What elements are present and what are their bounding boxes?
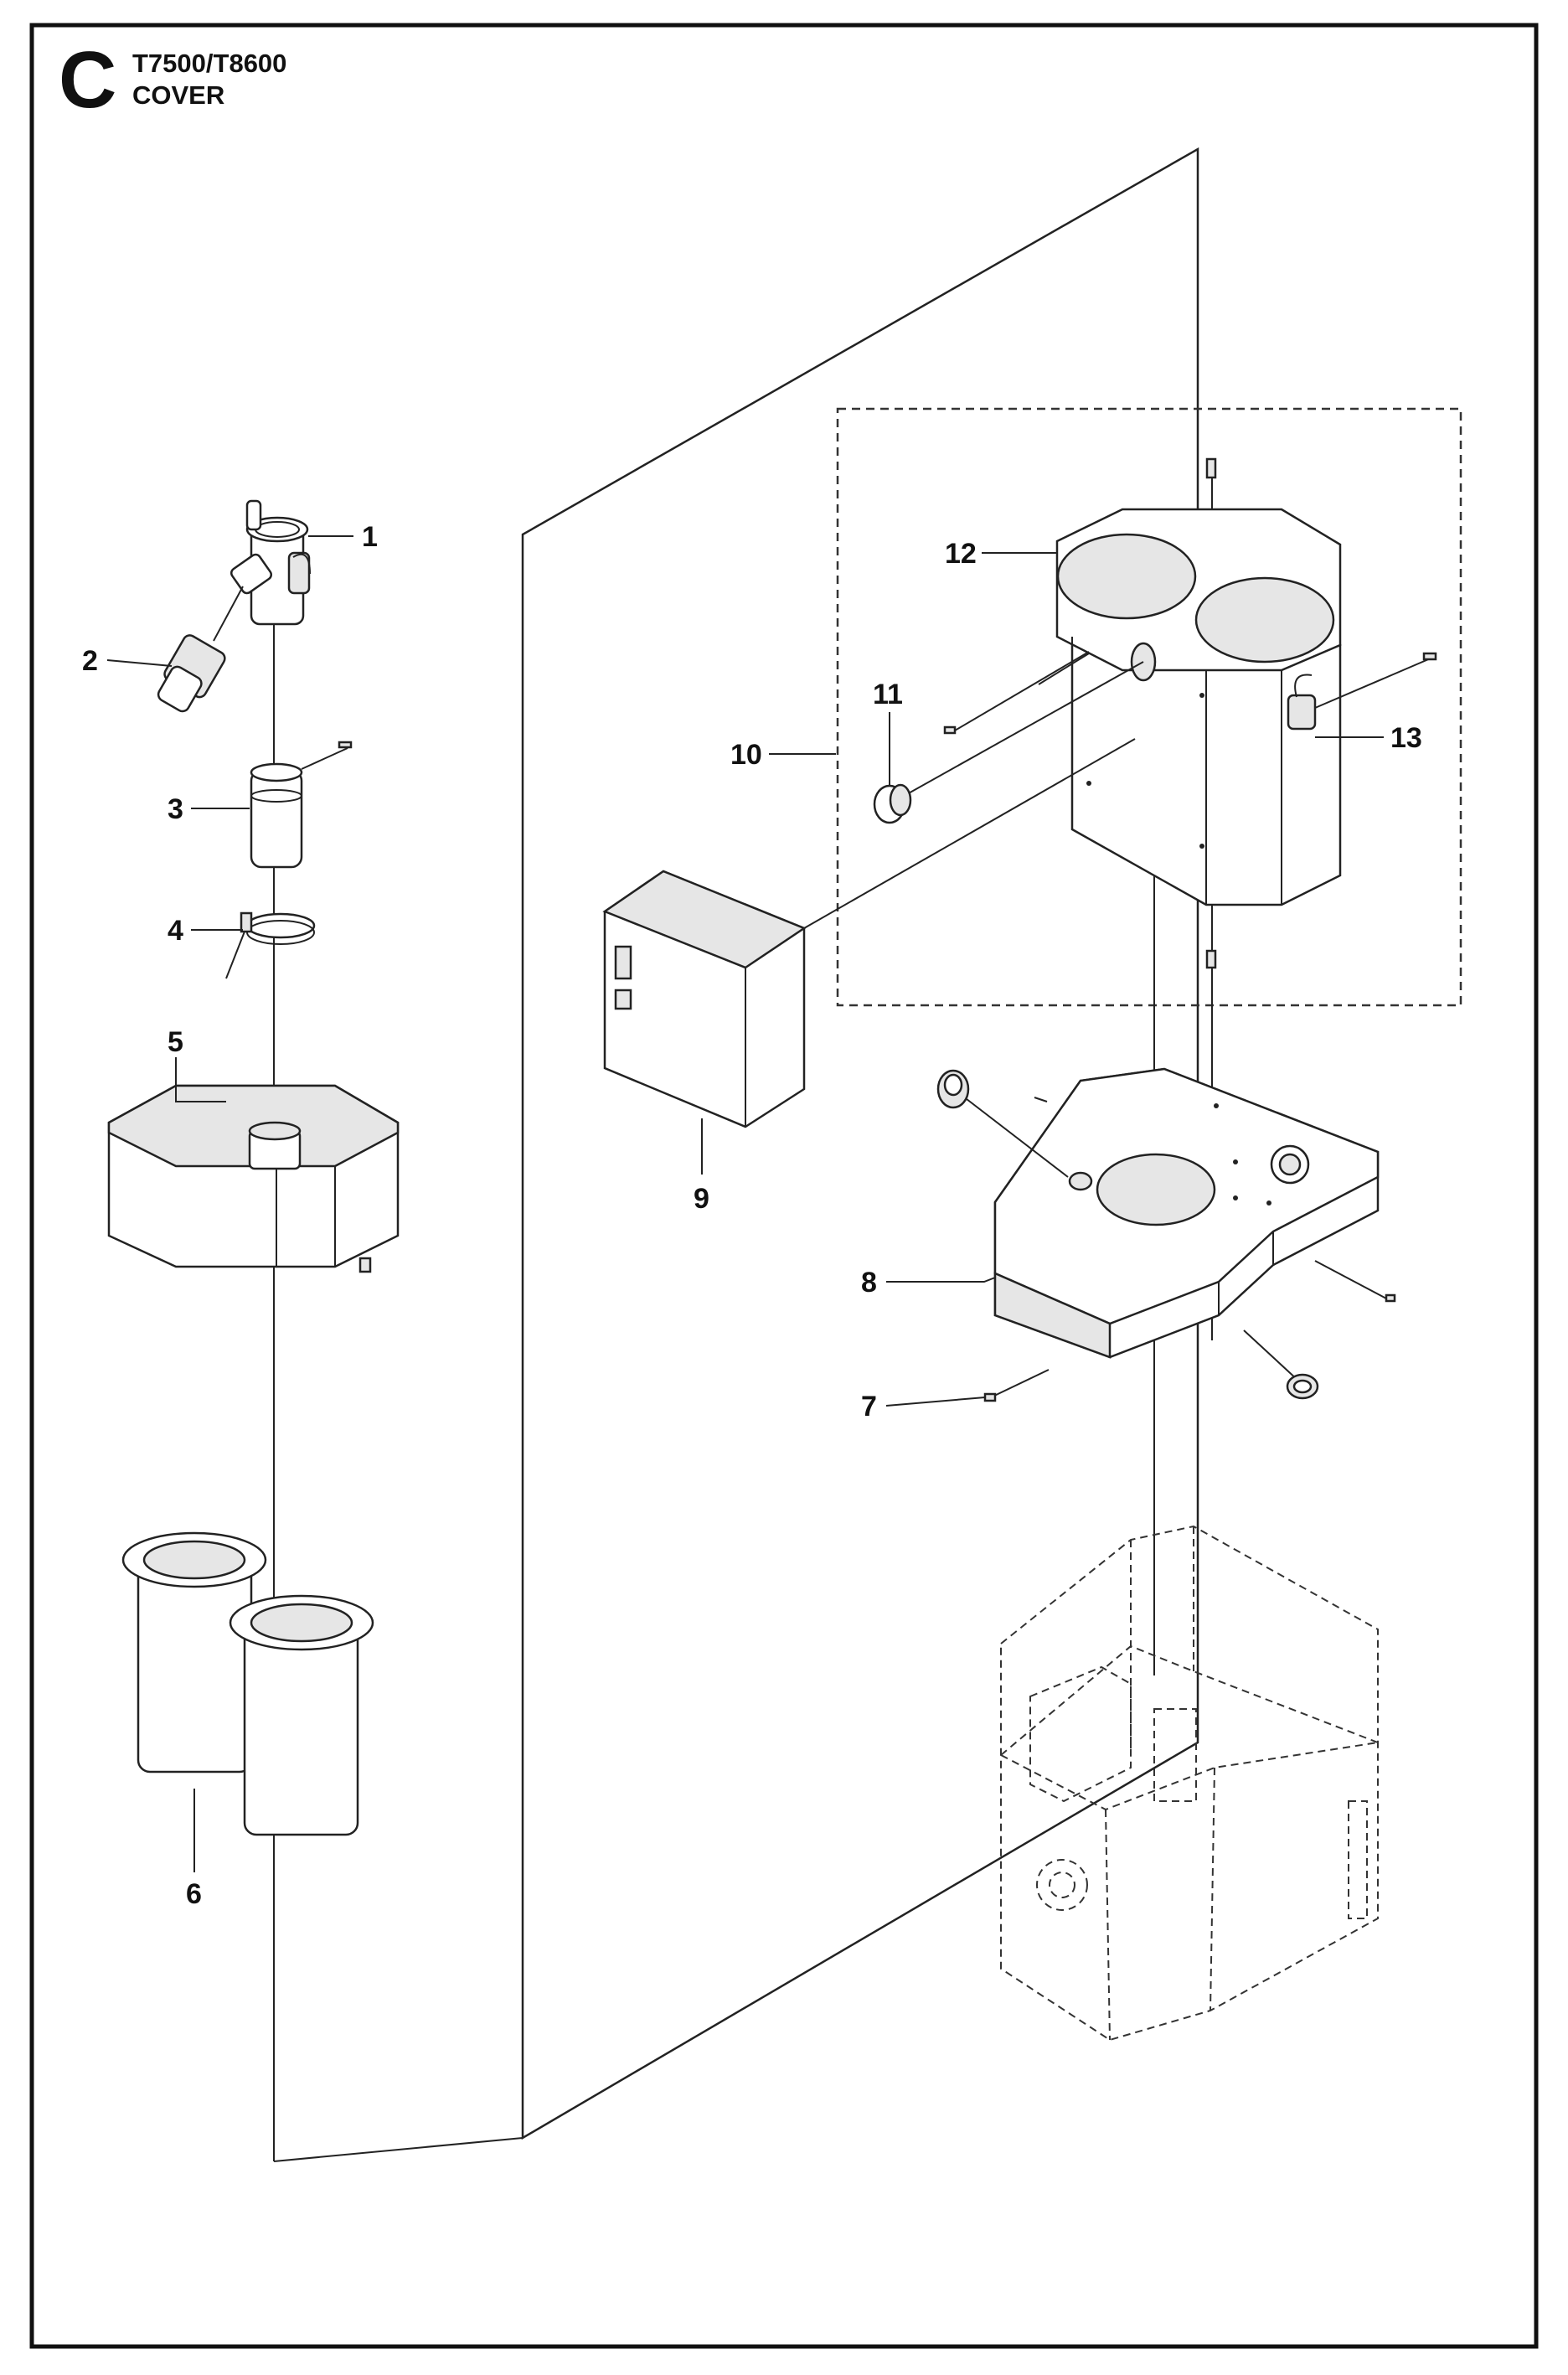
assembly-10-group-box	[836, 407, 1462, 1007]
callout-12: 12	[945, 538, 977, 570]
part-12-upper-enclosure	[1055, 457, 1342, 969]
page-border	[29, 23, 1539, 2349]
part-7-screw	[983, 1369, 1050, 1402]
diagram-header: C T7500/T8600 COVER	[59, 35, 286, 125]
part-4-clamp	[225, 911, 316, 979]
callout-9: 9	[694, 1183, 709, 1215]
callout-7: 7	[861, 1391, 877, 1422]
part-8-main-cover	[993, 1067, 1380, 1359]
callout-13: 13	[1390, 722, 1422, 754]
section-title: COVER	[132, 80, 224, 110]
section-letter: C	[59, 35, 116, 125]
part-13-latch	[1287, 652, 1437, 731]
callout-1: 1	[362, 521, 378, 553]
left-axis-return	[273, 2137, 524, 2162]
part-6-filter-canisters	[121, 1531, 374, 1836]
callout-6: 6	[186, 1878, 202, 1910]
model-number: T7500/T8600	[132, 49, 286, 78]
callout-labels: 1 2 3 4 5 6 7 8 9 10 11 12 13	[82, 521, 1422, 1910]
part-3-tube	[250, 741, 353, 869]
part-9-control-box	[602, 870, 807, 1128]
part-9-mount-line	[803, 738, 1136, 929]
part-5-cover-lid	[107, 1084, 400, 1273]
mounting-plane	[521, 147, 1199, 2140]
callout-8: 8	[861, 1267, 877, 1299]
callout-2: 2	[82, 645, 98, 677]
callout-10: 10	[730, 739, 762, 771]
callout-4: 4	[168, 915, 183, 947]
phantom-machine-housing	[1000, 1525, 1379, 2042]
callout-3: 3	[168, 793, 183, 825]
part-8-grommets	[936, 1069, 1396, 1400]
callout-11: 11	[873, 679, 903, 710]
callout-5: 5	[168, 1026, 183, 1058]
callout-leaders	[106, 535, 1384, 1872]
part-1-coupling	[230, 499, 311, 626]
part-11-grommet	[873, 651, 1144, 824]
part-2-hose-adaptor	[157, 586, 244, 713]
